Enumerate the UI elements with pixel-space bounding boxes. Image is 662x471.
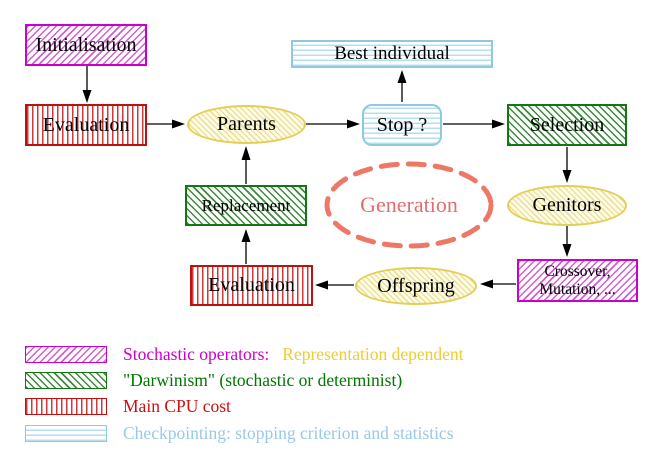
node-best-individual-label: Best individual: [334, 43, 450, 64]
node-evaluation-bottom-label: Evaluation: [208, 274, 295, 296]
node-genitors-label: Genitors: [532, 194, 602, 216]
legend-label-checkpointing: Checkpointing: stopping criterion and st…: [123, 422, 454, 443]
legend-label-darwinism: "Darwinism" (stochastic or determinist): [123, 369, 403, 390]
node-parents-label: Parents: [217, 113, 276, 135]
legend-row-checkpointing: Checkpointing: stopping criterion and st…: [25, 422, 454, 443]
node-replacement-label: Replacement: [201, 195, 291, 215]
node-selection-label: Selection: [529, 113, 605, 136]
node-offspring-label: Offspring: [377, 274, 455, 297]
node-crossover-mutation: Crossover, Mutation, ...: [517, 259, 638, 302]
arrowhead-stop-to-selection: [492, 119, 505, 129]
arrowhead-genitors-to-crossover: [562, 244, 572, 257]
node-initialisation: Initialisation: [25, 24, 147, 66]
arrowhead-evaluation-to-parents: [172, 119, 185, 129]
legend-swatch-cpu-cost: [25, 397, 107, 415]
legend-swatch-darwinism: [25, 371, 107, 389]
legend-row-darwinism: "Darwinism" (stochastic or determinist): [25, 369, 403, 390]
node-crossover-line1: Crossover,: [544, 263, 611, 281]
arrowhead-stop-to-best: [397, 70, 407, 83]
node-selection: Selection: [507, 104, 627, 146]
legend-label-cpu-cost: Main CPU cost: [123, 395, 231, 416]
legend-label-stochastic: Stochastic operators:: [123, 343, 270, 364]
legend-row-stochastic: Stochastic operators: Representation dep…: [25, 343, 464, 364]
node-offspring: Offspring: [355, 267, 477, 305]
node-initialisation-label: Initialisation: [35, 33, 137, 56]
arrowhead-offspring-to-evaluation: [315, 280, 328, 290]
legend-row-cpu-cost: Main CPU cost: [25, 395, 231, 416]
arrowhead-evaluation-to-replacement: [241, 229, 251, 242]
node-stop-label: Stop ?: [376, 113, 428, 136]
node-crossover-line2: Mutation, ...: [539, 280, 616, 298]
legend-swatch-stochastic-operators: [25, 345, 107, 363]
arrowhead-init-to-evaluation: [82, 90, 92, 103]
node-parents: Parents: [187, 105, 306, 144]
node-stop: Stop ?: [362, 104, 442, 146]
node-best-individual: Best individual: [291, 40, 493, 68]
node-evaluation-top: Evaluation: [25, 104, 147, 146]
legend-swatch-checkpointing: [25, 424, 107, 442]
node-evaluation-top-label: Evaluation: [42, 113, 130, 136]
legend-label-representation: Representation dependent: [282, 343, 464, 364]
arrowhead-crossover-to-offspring: [480, 279, 493, 289]
arrowhead-selection-to-genitors: [562, 170, 572, 183]
node-generation-label: Generation: [360, 192, 458, 217]
node-genitors: Genitors: [507, 185, 627, 226]
arrowhead-parents-to-stop: [347, 119, 360, 129]
node-evaluation-bottom: Evaluation: [190, 265, 313, 306]
node-replacement: Replacement: [185, 185, 307, 226]
arrowhead-replacement-to-parents: [241, 146, 251, 160]
